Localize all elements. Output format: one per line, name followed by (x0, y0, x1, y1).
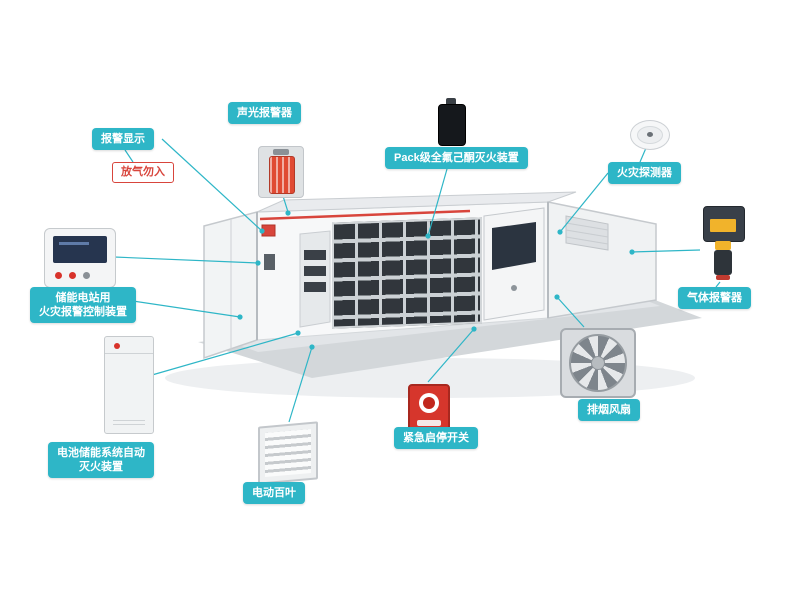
container-interior-cabinets (261, 207, 545, 328)
label-fire-detector: 火灾探测器 (608, 162, 681, 184)
label-sound-light-alarm: 声光报警器 (228, 102, 301, 124)
label-emergency-switch: 紧急启停开关 (394, 427, 478, 449)
gas-detector-device (700, 206, 746, 284)
door-alarm-display (261, 224, 276, 237)
label-fire-control-device: 储能电站用 火灾报警控制装置 (30, 287, 136, 323)
extinguisher-cabinet (104, 336, 154, 434)
electric-louver-device (258, 421, 318, 485)
label-pack-extinguisher: Pack级全氟己酮灭火装置 (385, 147, 528, 169)
label-gas-alarm: 气体报警器 (678, 287, 751, 309)
control-panel-button (55, 272, 62, 279)
pack-extinguisher-device (438, 98, 466, 146)
fire-detector-device (630, 120, 670, 150)
label-exhaust-fan: 排烟风扇 (578, 399, 640, 421)
exhaust-fan-device (560, 328, 636, 398)
label-alarm-display: 报警显示 (92, 128, 154, 150)
control-panel-button (83, 272, 90, 279)
gas-warning-sign: 放气勿入 (112, 162, 174, 183)
fire-alarm-control-panel (44, 228, 116, 288)
cabinet-indicator-light (114, 343, 120, 349)
battery-rack-grid (332, 217, 482, 329)
label-electric-louver: 电动百叶 (243, 482, 305, 504)
control-panel-screen (53, 236, 107, 263)
emergency-button (423, 397, 435, 409)
label-battery-extinguisher: 电池储能系统自动 灭火装置 (48, 442, 154, 478)
strobe-body (269, 156, 295, 194)
sound-light-alarm-device (258, 146, 304, 198)
gas-detector-display (710, 219, 736, 232)
emergency-switch-device (408, 384, 450, 432)
control-cabinet-screen (492, 222, 536, 270)
control-panel-button (69, 272, 76, 279)
